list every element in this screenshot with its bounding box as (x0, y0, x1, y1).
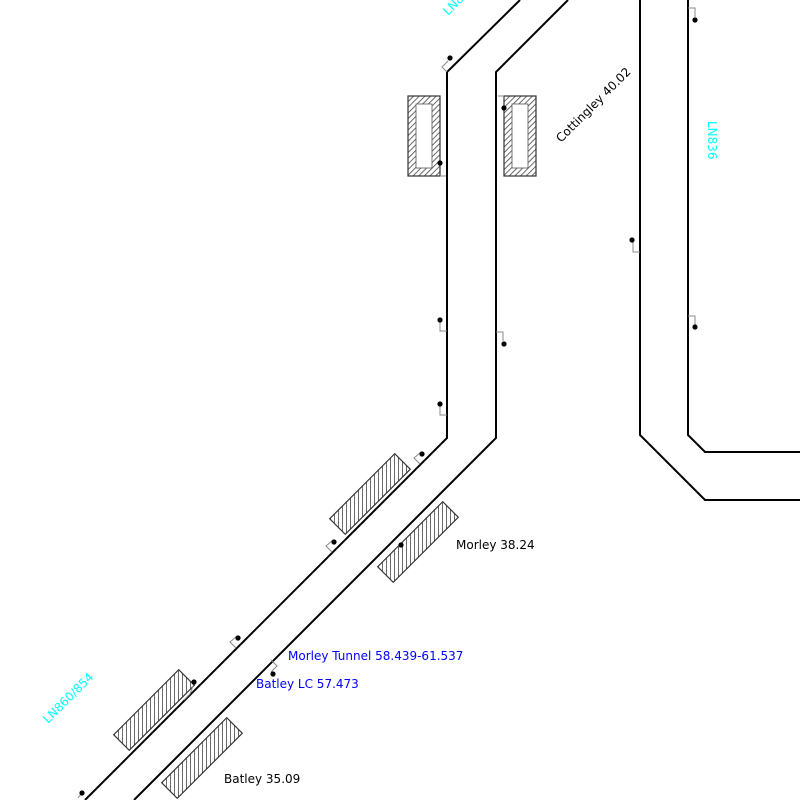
station-label-cottingley: Cottingley 40.02 (553, 65, 633, 145)
platform-cottingley-left (407, 95, 441, 177)
track-east-outer (639, 0, 800, 501)
signals (77, 7, 698, 799)
platform-morley-down (376, 500, 460, 584)
platform-batley-up (112, 668, 196, 752)
line-code-right: LN836 (705, 121, 719, 160)
track-left (84, 0, 521, 800)
track-east-inner (687, 0, 800, 453)
platform-cottingley-right (503, 95, 537, 177)
feature-label-batley-lc: Batley LC 57.473 (256, 677, 359, 691)
station-label-batley: Batley 35.09 (224, 772, 300, 786)
line-code-left: LN860/854 (40, 670, 96, 726)
track-right (133, 0, 569, 800)
platform-morley-up (328, 452, 412, 536)
station-label-morley: Morley 38.24 (456, 538, 535, 552)
line-code-top: LN8 (440, 0, 466, 18)
feature-label-morley-tunnel: Morley Tunnel 58.439-61.537 (288, 649, 463, 663)
platform-batley-down (160, 716, 244, 800)
